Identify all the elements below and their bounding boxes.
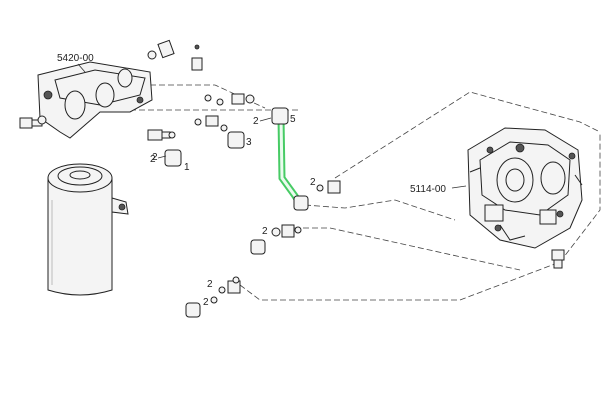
banjo-bolt-mid-1: [316, 180, 341, 194]
injection-pump-assembly[interactable]: [467, 127, 583, 249]
assembly-label-5114: 5114-00: [410, 184, 446, 195]
filter-bracket-assembly[interactable]: [37, 61, 153, 139]
pipe-5-highlighted[interactable]: [271, 107, 309, 211]
banjo-bolt-upper-3: [147, 129, 176, 141]
washer-ref-b: 2: [310, 177, 316, 188]
banjo-bolt-lower-1: [218, 276, 241, 294]
washer-ref-a: 2: [150, 154, 156, 165]
banjo-bolt-mid-2: [271, 224, 302, 238]
pump-fitting-bottom: [551, 249, 565, 269]
pipe-3[interactable]: [227, 131, 266, 255]
bracket-bolt-top: [147, 39, 203, 71]
bracket-bolt-left: [19, 115, 47, 129]
pipe-1-ref: 1: [184, 162, 190, 173]
washer-ref-e: 2: [203, 297, 209, 308]
fuel-filter-cartridge[interactable]: [47, 163, 129, 296]
washer-ref-d: 2: [207, 279, 213, 290]
pipe-1[interactable]: [164, 149, 201, 318]
banjo-bolt-upper-2: [194, 115, 228, 132]
pipe-5-ref: 5: [290, 114, 296, 125]
banjo-bolt-upper-1: [204, 93, 255, 106]
pipe-3-ref: 3: [246, 137, 252, 148]
banjo-bolt-lower-2: [210, 296, 218, 304]
washer-ref-c: 2: [262, 226, 268, 237]
pipe-1-washer-ref: 2: [152, 152, 158, 163]
pipe-5-washer-ref: 2: [253, 116, 259, 127]
assembly-label-5420: 5420-00: [57, 53, 94, 64]
